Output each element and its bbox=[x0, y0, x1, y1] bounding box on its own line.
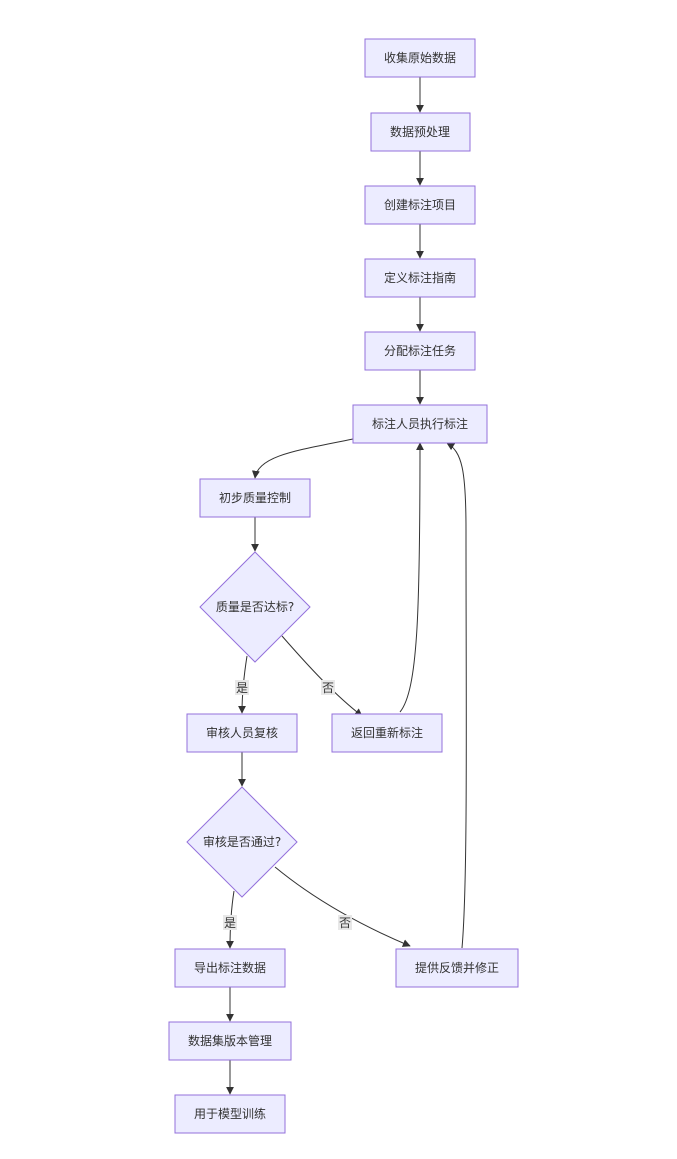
node-feedback-label: 提供反馈并修正 bbox=[415, 960, 499, 975]
node-collect: 收集原始数据 bbox=[364, 38, 476, 78]
node-assign-task: 分配标注任务 bbox=[364, 331, 476, 371]
edge-label-quality-no: 否 bbox=[321, 680, 335, 695]
node-export-label: 导出标注数据 bbox=[194, 960, 266, 975]
node-create-project-label: 创建标注项目 bbox=[384, 197, 456, 212]
node-quality-ok-label: 质量是否达标? bbox=[216, 600, 294, 614]
node-relabel-label: 返回重新标注 bbox=[351, 725, 423, 740]
edge-quality-ok-relabel bbox=[281, 635, 363, 717]
edge-label-review-no-text: 否 bbox=[339, 916, 351, 930]
node-initial-qc: 初步质量控制 bbox=[199, 478, 311, 518]
edge-feedback-annotate bbox=[446, 442, 467, 949]
node-initial-qc-label: 初步质量控制 bbox=[219, 491, 291, 505]
edge-label-quality-yes-text: 是 bbox=[236, 681, 248, 695]
node-review-pass: 审核是否通过? bbox=[186, 786, 298, 898]
edge-label-review-yes-text: 是 bbox=[224, 916, 236, 930]
node-train: 用于模型训练 bbox=[174, 1094, 286, 1134]
edge-label-review-yes: 是 bbox=[223, 915, 237, 930]
node-collect-label: 收集原始数据 bbox=[384, 50, 456, 65]
node-reviewer: 审核人员复核 bbox=[186, 713, 298, 753]
node-create-project: 创建标注项目 bbox=[364, 185, 476, 225]
edge-label-quality-no-text: 否 bbox=[322, 681, 334, 695]
node-define-guide: 定义标注指南 bbox=[364, 258, 476, 298]
node-train-label: 用于模型训练 bbox=[194, 1106, 266, 1121]
edge-annotate-initial-qc bbox=[251, 438, 354, 479]
edge-label-review-no: 否 bbox=[338, 915, 352, 930]
edge-review-pass-feedback bbox=[274, 866, 411, 947]
node-relabel: 返回重新标注 bbox=[331, 713, 443, 753]
node-annotate: 标注人员执行标注 bbox=[352, 404, 488, 444]
node-version-mgmt: 数据集版本管理 bbox=[168, 1021, 292, 1061]
edge-relabel-annotate bbox=[399, 442, 424, 713]
node-quality-ok: 质量是否达标? bbox=[199, 551, 311, 663]
node-annotate-label: 标注人员执行标注 bbox=[372, 416, 468, 431]
node-version-mgmt-label: 数据集版本管理 bbox=[188, 1033, 272, 1048]
node-preprocess-label: 数据预处理 bbox=[390, 124, 450, 139]
node-feedback: 提供反馈并修正 bbox=[395, 948, 519, 988]
node-define-guide-label: 定义标注指南 bbox=[384, 270, 456, 285]
node-assign-task-label: 分配标注任务 bbox=[384, 343, 456, 358]
node-export: 导出标注数据 bbox=[174, 948, 286, 988]
node-review-pass-label: 审核是否通过? bbox=[203, 834, 281, 849]
node-preprocess: 数据预处理 bbox=[370, 112, 471, 152]
edge-label-quality-yes: 是 bbox=[235, 680, 249, 695]
node-reviewer-label: 审核人员复核 bbox=[206, 725, 278, 740]
